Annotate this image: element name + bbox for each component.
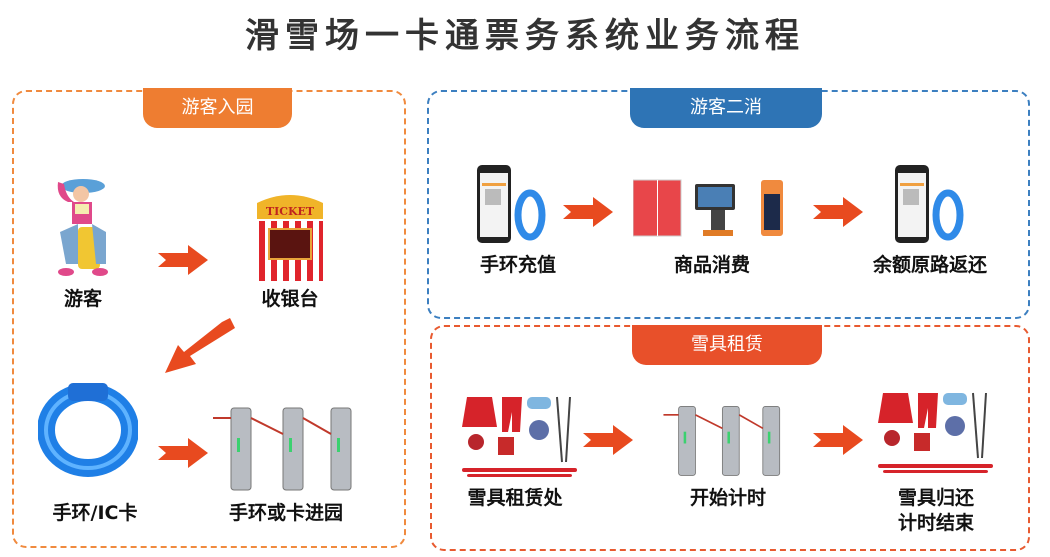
arrow-right-icon [563,197,613,227]
arrow-right-icon [813,197,863,227]
phone-wristband-illustration [477,165,546,243]
step-label-balance-refund: 余额原路返还 [872,254,987,276]
step-label-product-consumption: 商品消费 [673,254,750,276]
step-label-equipment-return: 雪具归还 [897,487,974,509]
section-title-visitor-entry: 游客入园 [143,88,292,128]
step-label-rental-desk: 雪具租赁处 [467,487,563,509]
section-title-equipment-rental: 雪具租赁 [632,325,822,365]
ski-gear-illustration [878,392,993,473]
turnstile-gates-illustration [213,407,352,491]
arrow-down-left-icon [165,318,235,373]
step-label-visitor: 游客 [63,288,102,310]
step-label-wristband-topup: 手环充值 [479,254,556,276]
ticket-booth-illustration: TICKET [257,195,323,281]
turnstile-gates-illustration [663,406,781,476]
arrow-right-icon [583,425,633,455]
arrow-right-icon [813,425,863,455]
step-label-wristband-card: 手环/IC卡 [52,502,138,524]
step-label-end-timing: 计时结束 [897,512,974,534]
pos-devices-illustration [633,179,783,237]
wristband-illustration [38,383,138,477]
phone-wristband-illustration [895,165,964,243]
visitor-illustration [57,179,108,276]
section-title-secondary-consumption: 游客二消 [630,88,822,128]
ticket-sign-text: TICKET [266,205,315,218]
ski-gear-illustration [462,396,577,477]
arrow-right-icon [158,245,208,275]
step-label-start-timing: 开始计时 [689,487,766,509]
step-label-cashier: 收银台 [261,288,319,310]
step-label-enter-park: 手环或卡进园 [228,502,343,524]
page-title: 滑雪场一卡通票务系统业务流程 [245,16,805,56]
arrow-right-icon [158,438,208,468]
